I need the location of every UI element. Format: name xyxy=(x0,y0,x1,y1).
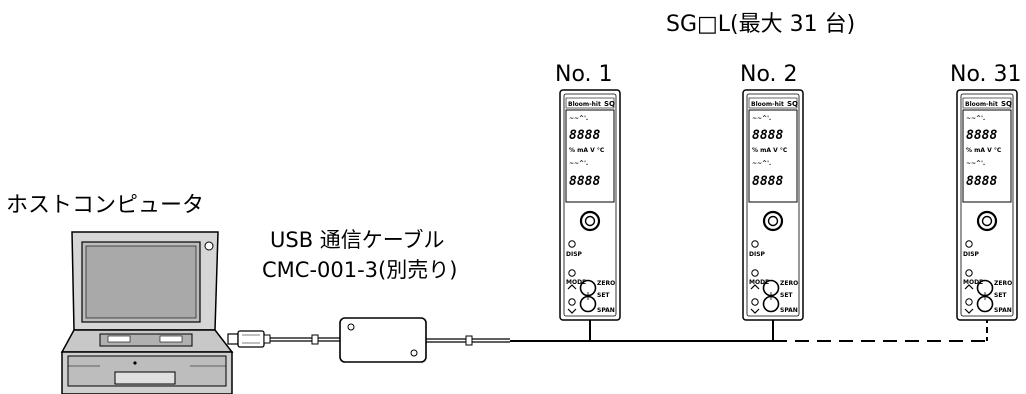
unit-set-text: SET xyxy=(597,292,610,299)
unit-brand-text: Bloom-hit xyxy=(965,101,998,108)
unit-no31: Bloom-hit SQ ~~^'. 8888 % mA V °C ~~^'. … xyxy=(955,88,1019,322)
cable-label-line2: CMC-001-3(別売り) xyxy=(262,258,458,282)
unit-span-text: SPAN xyxy=(780,307,798,314)
unit-disp-text: DISP xyxy=(566,251,583,258)
unit-units-text: % mA V °C xyxy=(966,147,1002,154)
cable-label-line1: USB 通信ケーブル xyxy=(270,228,445,252)
unit-disp-text: DISP xyxy=(749,251,766,258)
unit-mode-text: MODE xyxy=(566,279,586,286)
unit-segment-1: 8888 xyxy=(752,128,783,143)
unit-mode-text: MODE xyxy=(749,279,769,286)
unit-segment-2: 8888 xyxy=(569,174,600,189)
unit-disp-text: DISP xyxy=(963,251,980,258)
unit-segment-1: 8888 xyxy=(569,128,600,143)
unit-no2: Bloom-hit SQ ~~^'. 8888 % mA V °C ~~^'. … xyxy=(741,88,805,322)
unit-label-no2: No. 2 xyxy=(740,62,798,87)
host-laptop-icon xyxy=(60,231,234,394)
unit-segment-2: 8888 xyxy=(966,174,997,189)
unit-zero-text: ZERO xyxy=(780,280,798,287)
unit-zero-text: ZERO xyxy=(597,280,615,287)
unit-mode-text: MODE xyxy=(963,279,983,286)
network-title: SG□L(最大 31 台) xyxy=(666,12,856,37)
unit-range-text-1: ~~^'. xyxy=(966,115,985,122)
unit-brand-text: Bloom-hit xyxy=(568,101,601,108)
unit-units-text: % mA V °C xyxy=(569,147,605,154)
unit-set-text: SET xyxy=(994,292,1007,299)
unit-units-text: % mA V °C xyxy=(752,147,788,154)
unit-span-text: SPAN xyxy=(597,307,615,314)
unit-segment-1: 8888 xyxy=(966,128,997,143)
unit-no1: Bloom-hit SQ ~~^'. 8888 % mA V °C ~~^'. … xyxy=(558,88,622,322)
unit-model-text: SQ xyxy=(1001,100,1012,108)
unit-range-text-1: ~~^'. xyxy=(752,115,771,122)
usb-cable xyxy=(227,317,510,363)
unit-brand-text: Bloom-hit xyxy=(751,101,784,108)
unit-zero-text: ZERO xyxy=(994,280,1012,287)
unit-segment-2: 8888 xyxy=(752,174,783,189)
unit-range-text-2: ~~^'. xyxy=(752,160,771,167)
unit-label-no31: No. 31 xyxy=(950,62,1022,87)
unit-span-text: SPAN xyxy=(994,307,1012,314)
unit-model-text: SQ xyxy=(787,100,798,108)
unit-range-text-2: ~~^'. xyxy=(569,160,588,167)
unit-range-text-1: ~~^'. xyxy=(569,115,588,122)
unit-set-text: SET xyxy=(780,292,793,299)
unit-range-text-2: ~~^'. xyxy=(966,160,985,167)
bus-line xyxy=(510,317,988,342)
unit-model-text: SQ xyxy=(604,100,615,108)
unit-label-no1: No. 1 xyxy=(555,62,613,87)
host-computer-label: ホストコンピュータ xyxy=(6,193,205,218)
